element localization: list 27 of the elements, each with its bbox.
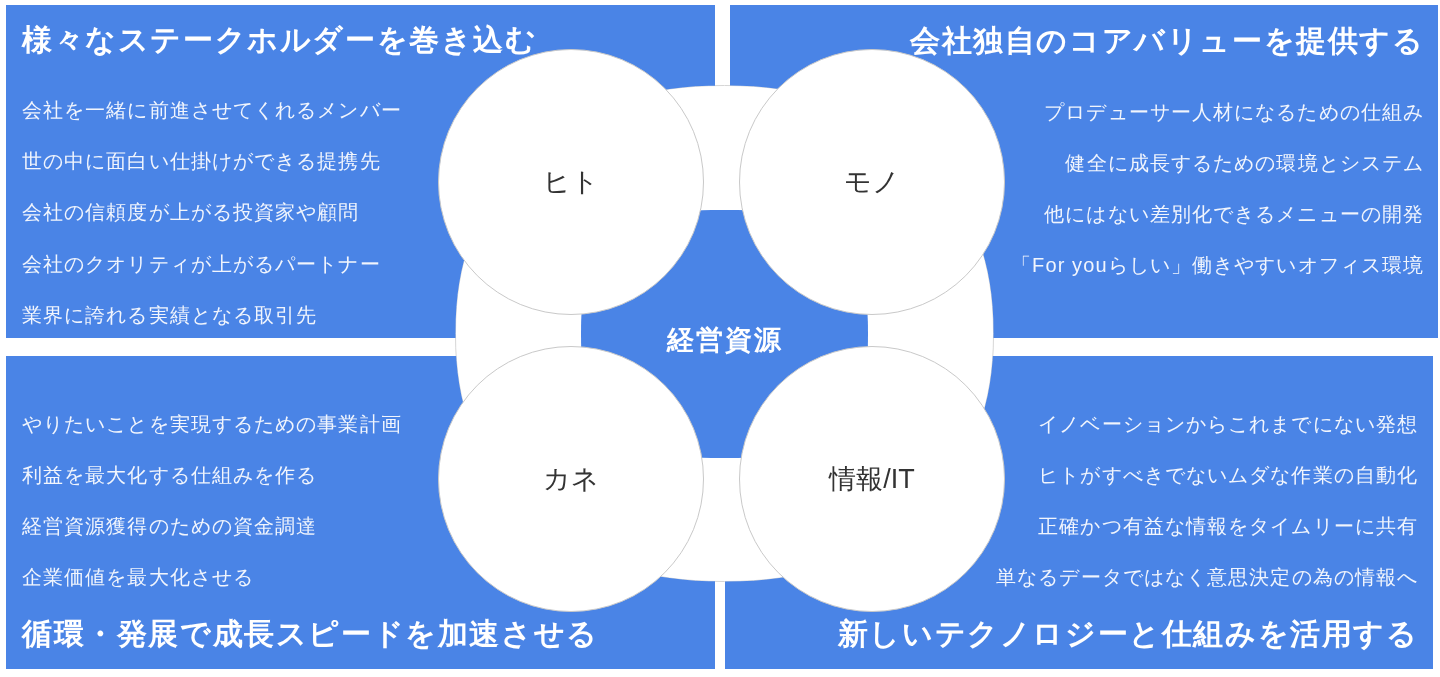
circle-label: ヒト [543,165,599,199]
panel-item: イノベーションからこれまでにない発想 [1038,411,1419,437]
panel-item: 会社のクオリティが上がるパートナー [22,251,381,277]
circle-label: モノ [844,165,900,199]
circle-label: カネ [543,462,599,496]
panel-item: ヒトがすべきでないムダな作業の自動化 [1038,462,1419,488]
panel-item: 世の中に面白い仕掛けができる提携先 [22,148,381,174]
panel-item: 健全に成長するための環境とシステム [1065,150,1425,176]
panel-item: 「For youらしい」働きやすいオフィス環境 [1011,253,1425,279]
panel-heading: 新しいテクノロジーと仕組みを活用する [837,616,1419,653]
panel-item: 会社を一緒に前進させてくれるメンバー [22,97,402,123]
panel-item: 正確かつ有益な情報をタイムリーに共有 [1038,514,1419,540]
panel-item: 企業価値を最大化させる [22,565,255,591]
panel-heading: 会社独自のコアバリューを提供する [910,23,1425,60]
panel-heading: 循環・発展で成長スピードを加速させる [22,616,599,653]
panel-item: 単なるデータではなく意思決定の為の情報へ [996,565,1419,591]
panel-item: やりたいことを実現するための事業計画 [22,411,402,437]
circle-label: 情報/IT [829,462,915,496]
center-ring [455,85,994,582]
panel-item: 経営資源獲得のための資金調達 [22,514,318,540]
panel-item: 会社の信頼度が上がる投資家や顧問 [22,200,360,226]
panel-heading: 様々なステークホルダーを巻き込む [22,22,538,59]
center-label: 経営資源 [666,324,783,358]
panel-item: 利益を最大化する仕組みを作る [22,462,318,488]
panel-item: 業界に誇れる実績となる取引先 [22,303,318,329]
panel-item: 他にはない差別化できるメニューの開発 [1044,202,1425,228]
panel-item: プロデューサー人材になるための仕組み [1044,99,1425,125]
